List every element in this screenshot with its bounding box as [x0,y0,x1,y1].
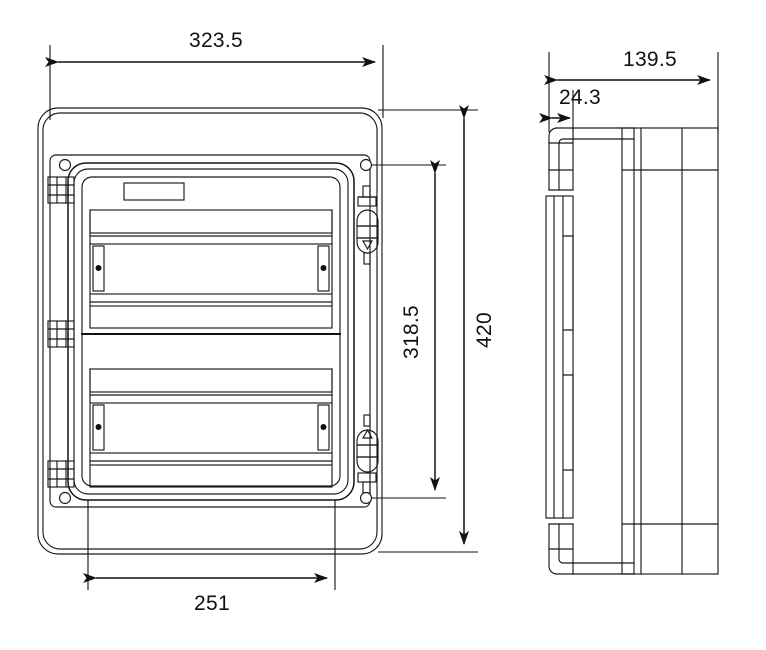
side-body-outline [621,127,719,575]
hinge-middle [47,320,75,348]
latch-lower[interactable] [356,414,379,494]
rail-end-tab-left-lower [92,404,105,451]
rail-end-tab-left-upper [92,245,105,292]
side-window-pocket-upper [562,235,574,331]
hinge-top-body [47,176,75,204]
dim-label-front-height-mounting: 318.5 [400,305,423,359]
door-panel [81,176,341,487]
rail-screw-dot-right-upper [320,265,327,271]
hinge-top [47,176,75,204]
side-door-leaf-outline [545,195,574,519]
dim-label-side-depth-door: 24.3 [559,86,601,109]
latch-upper-triangle-down-icon [362,240,373,251]
rail-screw-dot-left-lower [95,424,102,430]
enclosure-face-plate [49,154,371,508]
hinge-bottom-body [47,460,75,488]
latch-lower-pin [363,414,371,427]
lower-cover-strip-upper-row [89,305,333,329]
screw-hole-bottom-left [58,491,72,505]
lower-cover-strip-lower-row [89,464,333,488]
enclosure-outer-shell [37,107,383,555]
side-top-flange [548,127,635,191]
dim-label-front-height-overall: 420 [473,312,496,348]
face-plate-outline [49,154,371,508]
side-window-pocket-lower [562,374,574,471]
latch-upper[interactable] [356,185,379,265]
enclosure-outer-edge-inner [42,112,378,550]
enclosure-outer-edge [37,107,383,555]
dimension-side-depth-door: 24.3 [539,86,601,132]
side-door-leaf [545,195,574,519]
dim-label-side-depth-overall: 139.5 [623,48,677,71]
screw-hole-top-right [359,158,373,172]
module-aperture-lower [89,402,333,454]
door-frame-outer [67,162,355,501]
dimension-front-width-mounting: 251 [83,500,336,615]
latch-upper-cap [357,196,377,207]
latch-lower-triangle-up-icon [362,428,373,439]
latch-lower-dome [356,456,379,473]
screw-hole-bottom-right [359,491,373,505]
nameplate-label [123,182,185,201]
din-row-upper [89,182,333,329]
hinge-middle-body [47,320,75,348]
side-view [545,127,719,575]
rail-screw-dot-left-upper [95,265,102,271]
front-view [37,107,383,555]
side-bottom-flange-inner [558,523,635,564]
module-aperture-upper [89,243,333,295]
side-bottom-flange [548,523,635,575]
rail-end-tab-right-lower [317,404,330,451]
dimension-front-height-overall: 420 [378,105,496,553]
side-enclosure-body [621,127,719,575]
din-row-lower [89,368,333,488]
dim-label-front-width-mounting: 251 [194,592,230,615]
dim-label-front-width-overall: 323.5 [189,29,243,52]
rail-screw-dot-right-lower [320,424,327,430]
side-top-flange-outer [548,127,635,171]
latch-upper-dome [356,209,379,227]
screw-hole-top-left [58,158,72,172]
dimension-front-height-mounting: 318.5 [372,160,446,499]
side-bottom-flange-outer [548,523,635,575]
dimension-front-width-overall: 323.5 [45,29,384,120]
latch-upper-pin [363,252,371,265]
dimension-side-depth-overall: 139.5 [544,48,719,132]
door-panel-outline [81,176,341,487]
latch-lower-indicator-body [356,429,379,446]
rail-end-tab-right-upper [317,245,330,292]
hinge-bottom [47,460,75,488]
